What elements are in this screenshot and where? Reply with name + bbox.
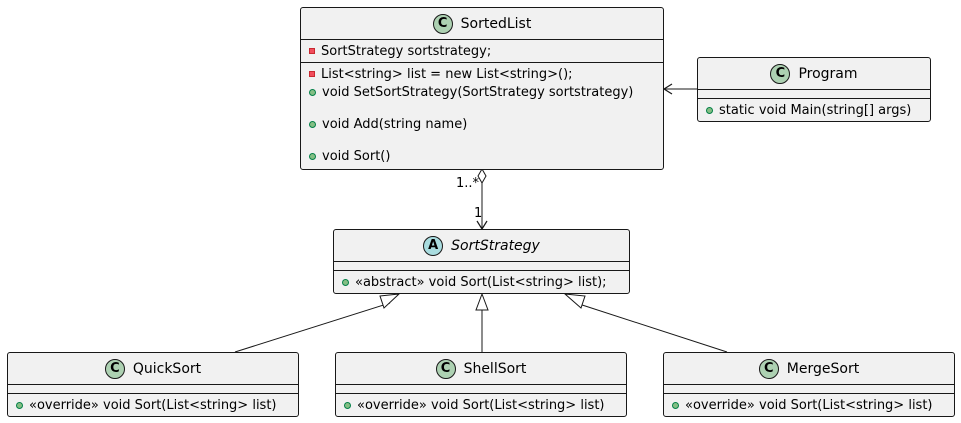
public-visibility-icon — [16, 401, 23, 409]
public-visibility-icon — [344, 401, 351, 409]
multiplicity-source: 1..* — [456, 176, 480, 191]
class-badge-icon: C — [770, 63, 791, 84]
class-name: SortStrategy — [451, 237, 540, 254]
class-name: QuickSort — [132, 360, 202, 377]
class-badge-icon: C — [432, 13, 453, 34]
fields-section: SortStrategy sortstrategy; — [301, 40, 663, 63]
class-quicksort[interactable]: C QuickSort «override» void Sort(List<st… — [7, 352, 299, 417]
methods-section: List<string> list = new List<string>(); … — [301, 63, 663, 167]
inheritance-triangle-shellsort — [475, 292, 489, 311]
field-row: SortStrategy sortstrategy; — [301, 42, 663, 60]
abstract-badge-icon: A — [423, 235, 444, 256]
inheritance-triangle-quicksort — [379, 293, 401, 309]
class-badge-icon: C — [758, 358, 779, 379]
fields-section — [336, 385, 626, 394]
class-program[interactable]: C Program static void Main(string[] args… — [697, 57, 931, 122]
method-row: static void Main(string[] args) — [698, 101, 930, 119]
method-row: void Add(string name) — [301, 115, 663, 133]
class-header: C Program — [698, 58, 930, 90]
class-header: C ShellSort — [336, 353, 626, 385]
aggregation-diamond — [477, 167, 487, 185]
class-mergesort[interactable]: C MergeSort «override» void Sort(List<st… — [663, 352, 955, 417]
class-badge-icon: C — [435, 358, 456, 379]
public-visibility-icon — [309, 88, 316, 96]
inheritance-triangle-mergesort — [563, 293, 586, 309]
multiplicity-target: 1 — [474, 206, 483, 221]
fields-section — [664, 385, 954, 394]
class-name: MergeSort — [786, 360, 860, 377]
methods-section: static void Main(string[] args) — [698, 99, 930, 121]
public-visibility-icon — [342, 278, 349, 286]
inheritance-line-quicksort — [234, 302, 391, 353]
class-header: C QuickSort — [8, 353, 298, 385]
class-shellsort[interactable]: C ShellSort «override» void Sort(List<st… — [335, 352, 627, 417]
fields-section — [698, 90, 930, 99]
class-header: C SortedList — [301, 8, 663, 40]
method-row: «override» void Sort(List<string> list) — [336, 396, 626, 414]
method-row: void Sort() — [301, 147, 663, 165]
methods-section: «abstract» void Sort(List<string> list); — [334, 271, 629, 293]
dependency-arrowhead — [662, 83, 673, 95]
class-name: SortedList — [460, 15, 532, 32]
private-visibility-icon — [309, 48, 315, 54]
class-badge-icon: C — [104, 358, 125, 379]
fields-section — [334, 262, 629, 271]
method-row: List<string> list = new List<string>(); — [301, 65, 663, 83]
methods-section: «override» void Sort(List<string> list) — [8, 394, 298, 416]
class-name: Program — [798, 65, 858, 82]
fields-section — [8, 385, 298, 394]
methods-section: «override» void Sort(List<string> list) — [664, 394, 954, 416]
private-visibility-icon — [309, 71, 315, 77]
class-name: ShellSort — [463, 360, 527, 377]
class-sortstrategy[interactable]: A SortStrategy «abstract» void Sort(List… — [333, 229, 630, 294]
method-row: «override» void Sort(List<string> list) — [8, 396, 298, 414]
public-visibility-icon — [672, 401, 679, 409]
method-row: void SetSortStrategy(SortStrategy sortst… — [301, 83, 663, 101]
class-sortedlist[interactable]: C SortedList SortStrategy sortstrategy; … — [300, 7, 664, 170]
public-visibility-icon — [706, 106, 713, 114]
class-header: A SortStrategy — [334, 230, 629, 262]
public-visibility-icon — [309, 120, 316, 128]
public-visibility-icon — [309, 152, 316, 160]
class-header: C MergeSort — [664, 353, 954, 385]
method-row: «override» void Sort(List<string> list) — [664, 396, 954, 414]
method-row: «abstract» void Sort(List<string> list); — [334, 273, 629, 291]
inheritance-line-mergesort — [575, 302, 728, 353]
methods-section: «override» void Sort(List<string> list) — [336, 394, 626, 416]
